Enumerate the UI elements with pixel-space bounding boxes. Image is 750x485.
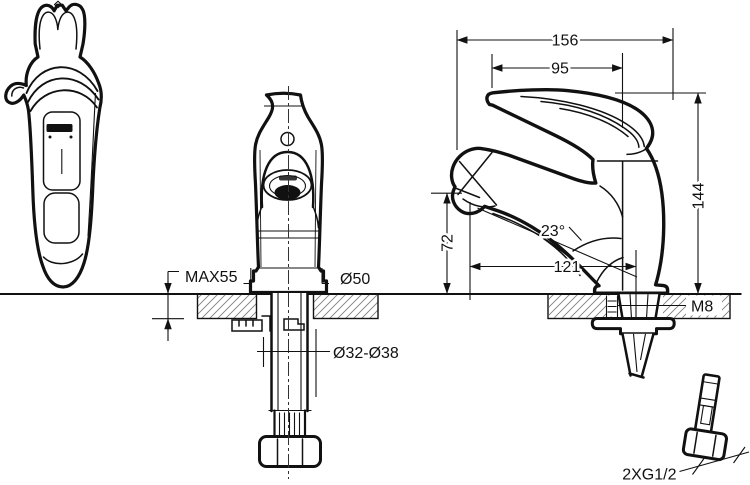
connector-nut-facets xyxy=(693,431,717,457)
handle-screw xyxy=(280,131,295,147)
top-view xyxy=(4,0,103,289)
panel-dot-right xyxy=(69,135,73,139)
deck-hatch-front-left xyxy=(196,293,258,320)
side-view-outline xyxy=(449,88,670,295)
panel-dot-left xyxy=(48,135,52,139)
spout-tip-details xyxy=(455,151,498,208)
label-hose-connection: 2XG1/2 xyxy=(622,467,676,484)
tail-mask xyxy=(622,333,654,376)
side-shank-mask xyxy=(618,294,660,319)
m8-stud xyxy=(605,295,619,317)
knob-diamond xyxy=(53,0,63,9)
spout-arcs xyxy=(25,66,100,112)
label-spout-angle: 23° xyxy=(541,223,565,240)
top-view-outline xyxy=(4,2,103,289)
label-base-diameter: Ø50 xyxy=(340,271,370,288)
thread-section xyxy=(273,409,307,439)
mounting-clamp-right xyxy=(283,318,305,331)
hose-connector xyxy=(681,373,729,462)
spout-arch xyxy=(260,150,315,209)
handle-hook-inner xyxy=(11,86,25,97)
label-overall-depth: 156 xyxy=(552,33,579,50)
side-view xyxy=(449,88,676,379)
tail-inner xyxy=(632,333,647,373)
label-spout-reach: 121 xyxy=(554,259,581,276)
side-shank-inner xyxy=(629,294,649,319)
deck-hatch-side-left xyxy=(549,295,613,318)
dia50-ticks xyxy=(243,268,329,285)
aerator-outlet xyxy=(274,185,301,200)
tail-piece xyxy=(621,332,655,379)
side-shank-edges xyxy=(617,292,661,320)
label-stud-thread: M8 xyxy=(691,299,713,316)
label-overall-height: 144 xyxy=(691,183,708,210)
dimensions xyxy=(152,28,750,475)
connector-nut xyxy=(681,427,729,462)
flange-nut xyxy=(590,317,676,336)
handle-panel-lower xyxy=(43,192,80,244)
handle-panel-upper xyxy=(42,111,81,191)
arch-wings xyxy=(255,205,320,229)
label-handle-reach: 95 xyxy=(551,61,569,78)
bottom-band xyxy=(42,253,84,265)
label-mounting-hole: Ø32-Ø38 xyxy=(333,345,399,362)
front-view xyxy=(231,86,329,479)
deck-hatch-front-right xyxy=(312,293,379,320)
dimension-labels: 156 95 144 72 23° 121 MAX55 Ø50 Ø32-Ø38 … xyxy=(183,30,716,485)
thread-ribs xyxy=(278,412,301,436)
m8-label-box xyxy=(686,295,722,316)
connector-window xyxy=(700,404,714,426)
hole-leader xyxy=(257,329,330,397)
hose-dim-line xyxy=(679,446,750,475)
brand-logo xyxy=(46,124,73,132)
hex-nut xyxy=(258,435,322,468)
ext-121 xyxy=(469,202,637,318)
label-max-deck-thickness: MAX55 xyxy=(185,269,238,286)
handle-knob-arcs xyxy=(38,11,78,50)
body-wall-right xyxy=(314,149,317,268)
hex-nut-facets xyxy=(276,438,304,466)
label-spout-height: 72 xyxy=(440,234,457,252)
mounting-clamp-left xyxy=(231,315,271,332)
angle-leader xyxy=(477,207,638,278)
body-inner-wall xyxy=(87,92,97,237)
